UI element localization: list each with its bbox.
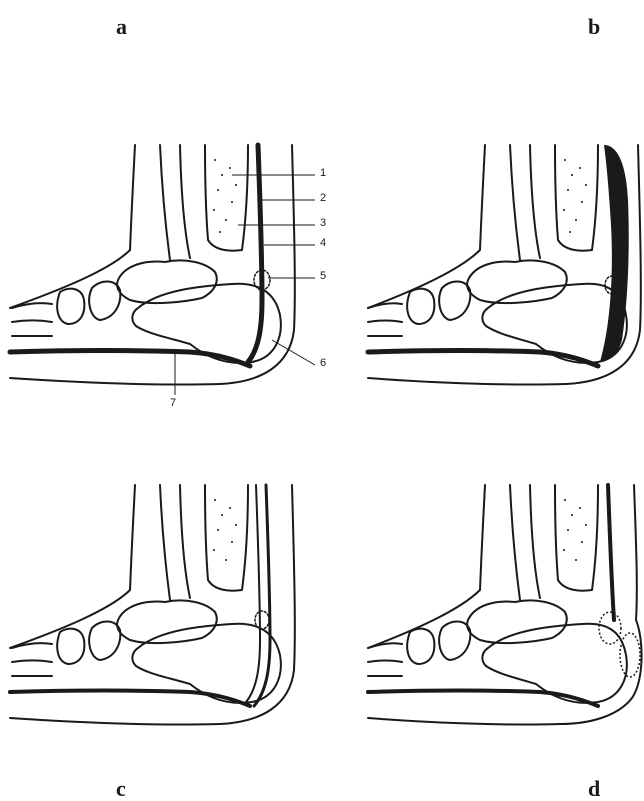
heel-diagram-b bbox=[360, 140, 644, 410]
label-1: 1 bbox=[320, 168, 326, 179]
cuneiform-bone bbox=[57, 289, 84, 324]
panel-label-a: a bbox=[116, 16, 127, 38]
tibia-stipple bbox=[213, 159, 237, 233]
enlarged-bursa-superficial bbox=[620, 633, 640, 677]
label-5: 5 bbox=[320, 271, 326, 282]
heel-diagram-a bbox=[0, 140, 340, 410]
thickened-achilles-tendon bbox=[600, 145, 629, 362]
panel-label-c: c bbox=[116, 778, 126, 800]
label-4: 4 bbox=[320, 238, 326, 249]
metatarsal-bones bbox=[12, 303, 52, 336]
talus-bone bbox=[117, 260, 217, 303]
label-7: 7 bbox=[170, 398, 176, 409]
label-3: 3 bbox=[320, 218, 326, 229]
achilles-tendon bbox=[248, 145, 262, 362]
heel-diagram-d bbox=[360, 480, 644, 750]
navicular-bone bbox=[89, 282, 120, 321]
label-6: 6 bbox=[320, 358, 326, 369]
fibula-bone bbox=[160, 145, 190, 260]
panel-label-b: b bbox=[588, 16, 600, 38]
tibia-bone bbox=[205, 145, 248, 251]
label-2: 2 bbox=[320, 193, 326, 204]
heel-diagram-c bbox=[0, 480, 340, 750]
panel-label-d: d bbox=[588, 778, 600, 800]
